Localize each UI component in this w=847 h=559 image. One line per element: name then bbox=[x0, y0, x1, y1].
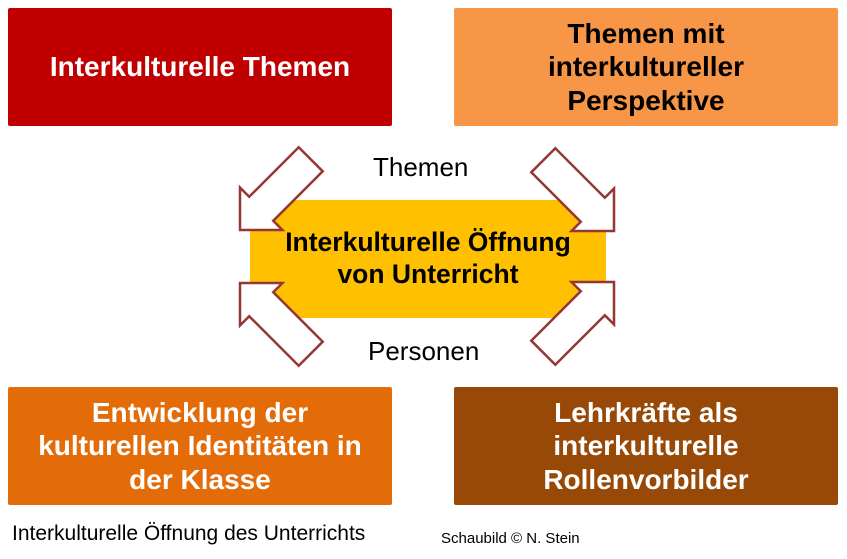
credit-text: Schaubild © N. Stein bbox=[441, 530, 580, 547]
box-label: Lehrkräfte als interkulturelle Rollenvor… bbox=[543, 396, 749, 495]
box-label: Interkulturelle Öffnung von Unterricht bbox=[285, 227, 571, 289]
box-label: Themen mit interkultureller Perspektive bbox=[547, 17, 745, 116]
box-entwicklung-kultureller-identitaeten: Entwicklung der kulturellen Identitäten … bbox=[8, 387, 392, 505]
box-center-interkulturelle-oeffnung: Interkulturelle Öffnung von Unterricht bbox=[250, 200, 606, 318]
box-lehrkraefte-rollenvorbilder: Lehrkräfte als interkulturelle Rollenvor… bbox=[454, 387, 838, 505]
diagram-caption: Interkulturelle Öffnung des Unterrichts bbox=[12, 522, 366, 545]
box-label: Entwicklung der kulturellen Identitäten … bbox=[38, 396, 362, 495]
box-themen-mit-interkultureller-perspektive: Themen mit interkultureller Perspektive bbox=[454, 8, 838, 126]
box-label: Interkulturelle Themen bbox=[49, 51, 351, 83]
connector-label-personen: Personen bbox=[368, 336, 480, 366]
box-interkulturelle-themen: Interkulturelle Themen bbox=[8, 8, 392, 126]
connector-label-themen: Themen bbox=[373, 152, 469, 182]
